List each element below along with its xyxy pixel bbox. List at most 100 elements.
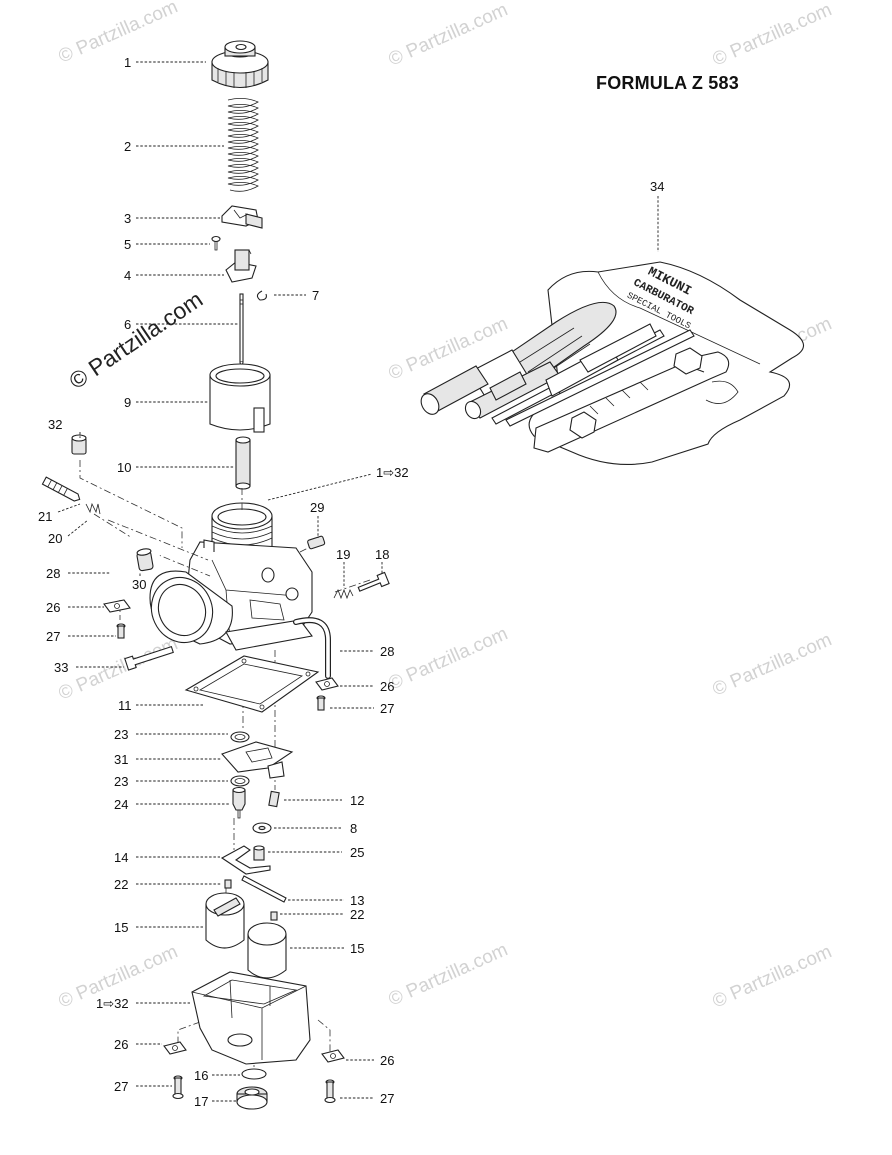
- part-14-float-arm[interactable]: [220, 845, 271, 875]
- watermark: © Partzilla.com: [709, 0, 835, 71]
- callout-label: 20: [48, 531, 62, 546]
- part-28-tube-right[interactable]: [293, 617, 331, 679]
- watermark-diagonal: © Partzilla.com: [64, 286, 207, 394]
- callout-label: 15: [350, 941, 364, 956]
- callout-label: 21: [38, 509, 52, 524]
- callout-label: 4: [124, 268, 131, 283]
- callout-label: 18: [375, 547, 389, 562]
- callout-label: 9: [124, 395, 131, 410]
- part-17-drain-plug[interactable]: [236, 1086, 268, 1110]
- callout-label: 31: [114, 752, 128, 767]
- part-8-washer[interactable]: [252, 822, 272, 834]
- leader-lines: [57, 61, 659, 1102]
- part-2-spring[interactable]: [227, 98, 259, 192]
- callout-label: 7: [312, 288, 319, 303]
- callout-label: 14: [114, 850, 128, 865]
- part-29-fitting[interactable]: [307, 535, 326, 550]
- part-21-adjust-screw[interactable]: [41, 476, 81, 503]
- callout-label: 32: [48, 417, 62, 432]
- part-15-float-left[interactable]: [205, 892, 245, 949]
- callout-label: 2: [124, 139, 131, 154]
- part-20-spring[interactable]: [85, 502, 101, 515]
- callout-label: 27: [46, 629, 60, 644]
- part-9-throttle-valve[interactable]: [209, 363, 271, 433]
- callout-label: 3: [124, 211, 131, 226]
- part-19-spring[interactable]: [333, 588, 354, 600]
- callout-label: 11: [118, 698, 132, 713]
- part-34-tool-kit[interactable]: MIKUNI CARBURATOR SPECIAL TOOLS: [418, 260, 805, 466]
- part-33-bolt[interactable]: [124, 644, 174, 671]
- callout-label: 23: [114, 774, 128, 789]
- callout-label: 26: [380, 679, 394, 694]
- part-16-oring[interactable]: [241, 1068, 267, 1080]
- callout-label: 22: [350, 907, 364, 922]
- part-7-clip[interactable]: [256, 290, 267, 301]
- part-27-screw-upper-right[interactable]: [316, 695, 326, 711]
- callout-label: 26: [46, 600, 60, 615]
- part-30-sleeve[interactable]: [136, 548, 154, 572]
- part-26-clamp-lower-right[interactable]: [321, 1049, 345, 1063]
- part-22-pin-upper[interactable]: [224, 879, 232, 889]
- callout-label: 23: [114, 727, 128, 742]
- part-27-screw-upper-left[interactable]: [116, 623, 126, 639]
- callout-label: 10: [117, 460, 131, 475]
- callout-label: 26: [114, 1037, 128, 1052]
- watermark: © Partzilla.com: [385, 623, 511, 694]
- part-4-plate[interactable]: [225, 249, 257, 283]
- watermark: © Partzilla.com: [709, 629, 835, 700]
- callout-label: 33: [54, 660, 68, 675]
- watermark: © Partzilla.com: [709, 941, 835, 1012]
- part-1-cap[interactable]: [211, 40, 269, 89]
- part-27-screw-lower-left[interactable]: [172, 1075, 184, 1100]
- part-26-clamp-upper-left[interactable]: [103, 599, 131, 613]
- callout-label: 15: [114, 920, 128, 935]
- callout-label: 8: [350, 821, 357, 836]
- part-32-cap[interactable]: [71, 434, 87, 455]
- part-10-needle-jet[interactable]: [235, 436, 251, 490]
- callout-label: 34: [650, 179, 664, 194]
- callout-label: 26: [380, 1053, 394, 1068]
- float-bowl[interactable]: [191, 971, 311, 1065]
- watermark: © Partzilla.com: [55, 633, 181, 704]
- callout-label: 17: [194, 1094, 208, 1109]
- part-6-needle[interactable]: [239, 293, 244, 371]
- callout-label: 24: [114, 797, 128, 812]
- callout-label: 27: [380, 1091, 394, 1106]
- callout-label: 30: [132, 577, 146, 592]
- callout-label: 16: [194, 1068, 208, 1083]
- callout-label: 29: [310, 500, 324, 515]
- part-26-clamp-lower-left[interactable]: [163, 1041, 187, 1055]
- part-23-oring-lower[interactable]: [230, 775, 250, 787]
- part-12-pilot-jet[interactable]: [268, 790, 280, 808]
- watermark: © Partzilla.com: [385, 0, 511, 71]
- callout-label: 27: [380, 701, 394, 716]
- callout-label: 1: [124, 55, 131, 70]
- callout-label: 13: [350, 893, 364, 908]
- callout-label: 22: [114, 877, 128, 892]
- part-24-main-jet[interactable]: [232, 786, 246, 819]
- callout-label: 12: [350, 793, 364, 808]
- watermark: © Partzilla.com: [385, 939, 511, 1010]
- part-31-plate[interactable]: [221, 741, 294, 779]
- part-5-screw[interactable]: [211, 235, 221, 251]
- callout-label: 6: [124, 317, 131, 332]
- part-27-screw-lower-right[interactable]: [324, 1079, 336, 1104]
- carburetor-body[interactable]: [141, 502, 313, 653]
- callout-labels: 1 2 3 5 4 7 6 9 10 1⇨32 32 21 20 29 19 1…: [38, 55, 664, 1109]
- part-13-shaft[interactable]: [241, 875, 287, 903]
- part-22-pin-lower[interactable]: [270, 911, 278, 921]
- part-3-bracket[interactable]: [221, 205, 263, 229]
- part-23-oring-upper[interactable]: [230, 731, 250, 743]
- part-18-screw[interactable]: [357, 571, 390, 594]
- part-26-clamp-upper-right[interactable]: [315, 677, 339, 691]
- watermark-layer: © Partzilla.com © Partzilla.com © Partzi…: [55, 0, 835, 1013]
- part-25-needle-seat[interactable]: [253, 845, 265, 861]
- callout-label: 19: [336, 547, 350, 562]
- callout-label: 5: [124, 237, 131, 252]
- part-11-gasket[interactable]: [184, 655, 320, 713]
- part-15-float-right[interactable]: [247, 922, 287, 979]
- callout-label: 25: [350, 845, 364, 860]
- callout-label: 27: [114, 1079, 128, 1094]
- callout-label: 1⇨32: [376, 465, 409, 480]
